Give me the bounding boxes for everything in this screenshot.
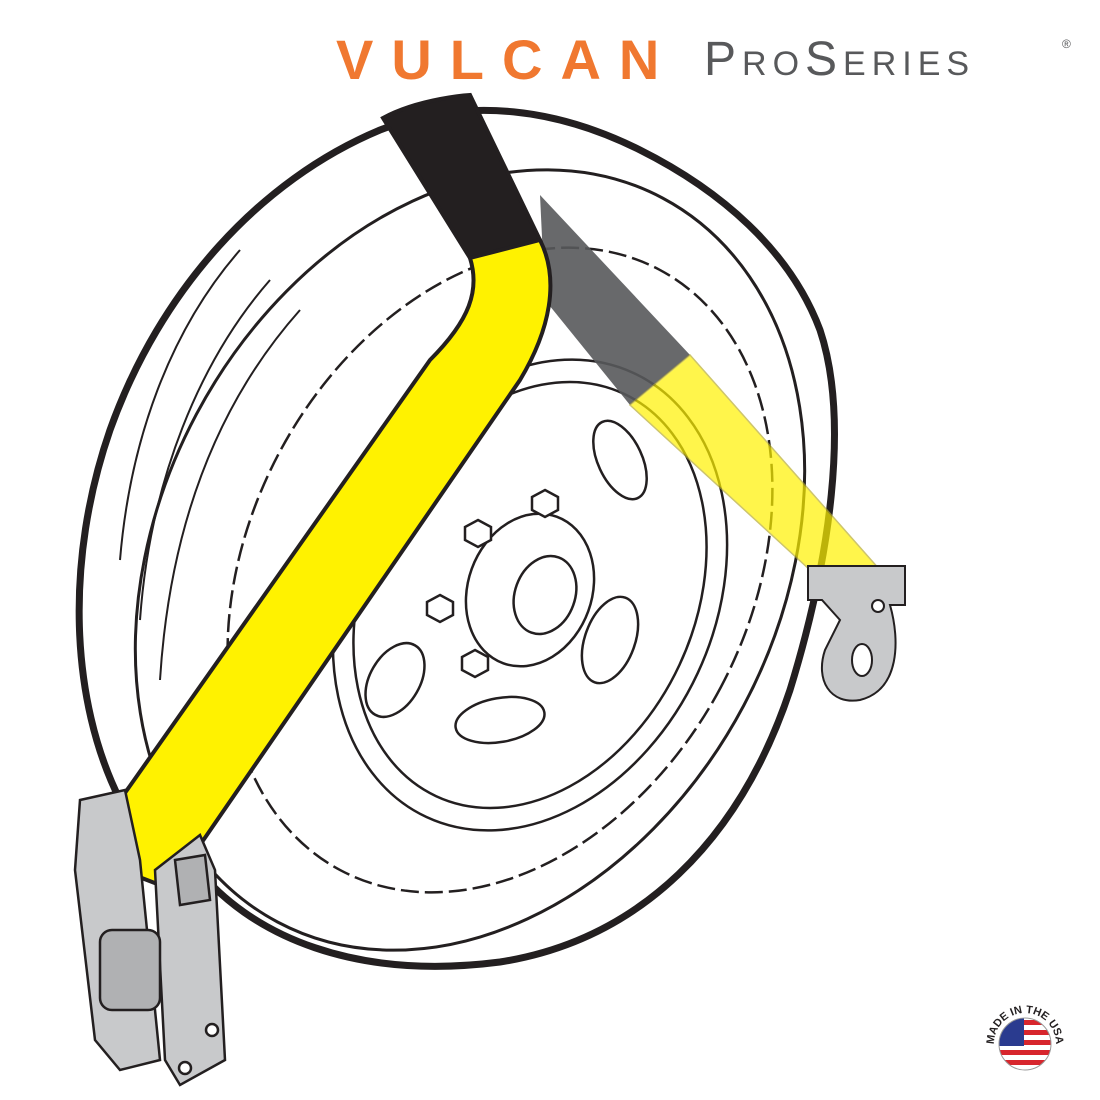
hook — [807, 565, 906, 702]
ratchet — [73, 788, 227, 1087]
made-in-usa-badge: MADE IN THE USA — [985, 1004, 1065, 1071]
vulcan-proseries-logo: VULCAN ProSeries ® — [0, 0, 1100, 100]
logo-series: ProSeries — [704, 33, 976, 86]
logo-brand: VULCAN — [336, 28, 678, 91]
registered-mark: ® — [1062, 37, 1071, 51]
